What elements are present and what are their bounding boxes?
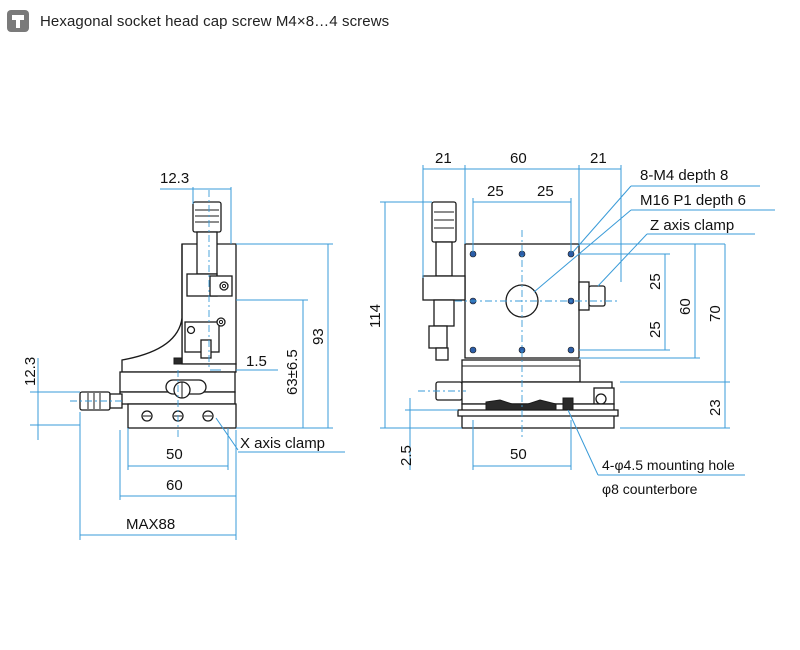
- z-micrometer-front: [431, 201, 457, 243]
- dim-v25-upper: 25: [647, 273, 664, 290]
- dim-v60: 60: [677, 298, 694, 315]
- dim-height-114: 114: [367, 304, 384, 328]
- dim-travel-height: 63±6.5: [284, 349, 301, 395]
- front-view: 21 60 21 25 25 114 25 25 60 70 23 2.5: [367, 150, 775, 497]
- dim-max: MAX88: [126, 516, 175, 533]
- side-view: 12.3 12.3 1.5 63±6.5 93 50 60 MAX88: [22, 170, 345, 540]
- dim-top-21-left: 21: [435, 150, 452, 167]
- dim-v25-lower: 25: [647, 321, 664, 338]
- dim-bottom-60: 60: [166, 477, 183, 494]
- dim-2-5: 2.5: [398, 445, 415, 466]
- dim-total-height: 93: [310, 328, 327, 345]
- dim-25-right: 25: [537, 183, 554, 200]
- label-mounting-hole: 4-φ4.5 mounting hole: [602, 457, 735, 473]
- dim-micrometer-width: 12.3: [160, 170, 189, 187]
- dim-bottom-50-front: 50: [510, 446, 527, 463]
- z-clamp-knob: [588, 285, 606, 307]
- dim-v70: 70: [707, 305, 724, 322]
- dim-gap: 1.5: [246, 353, 267, 370]
- dim-bottom-50: 50: [166, 446, 183, 463]
- label-m16: M16 P1 depth 6: [640, 192, 746, 209]
- z-spindle: [200, 339, 212, 359]
- z-micrometer-thimble: [192, 201, 222, 233]
- dim-left-height: 12.3: [22, 357, 39, 386]
- dim-top-60: 60: [510, 150, 527, 167]
- z-micrometer-sleeve: [196, 231, 218, 275]
- label-counterbore: φ8 counterbore: [602, 481, 698, 497]
- bracket-gusset: [121, 244, 237, 373]
- page-title: Hexagonal socket head cap screw M4×8…4 s…: [40, 12, 390, 30]
- dim-top-21-right: 21: [590, 150, 607, 167]
- dim-25-left: 25: [487, 183, 504, 200]
- header: Hexagonal socket head cap screw M4×8…4 s…: [7, 9, 389, 33]
- label-m4-holes: 8-M4 depth 8: [640, 167, 728, 184]
- dim-v23: 23: [707, 399, 724, 416]
- label-x-axis-clamp: X axis clamp: [240, 435, 325, 452]
- x-stage-front: [461, 359, 581, 383]
- label-z-axis-clamp: Z axis clamp: [650, 217, 734, 234]
- screw-icon: [7, 10, 29, 32]
